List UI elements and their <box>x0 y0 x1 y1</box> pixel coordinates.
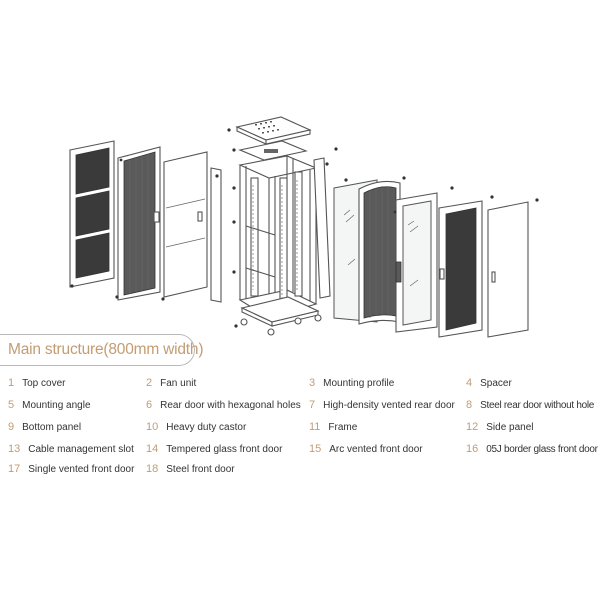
legend-number: 4 <box>466 377 473 389</box>
legend-label: Spacer <box>480 378 512 389</box>
legend-item: 11 Frame <box>309 421 357 434</box>
legend-item: 3 Mounting profile <box>309 377 394 390</box>
legend-label: Top cover <box>22 378 66 389</box>
fan-unit <box>232 140 308 161</box>
legend-label: High-density vented rear door <box>323 400 455 411</box>
legend-label: Rear door with hexagonal holes <box>160 400 301 411</box>
legend-item: 13 Cable management slot <box>8 443 134 456</box>
legend-number: 14 <box>146 443 159 455</box>
legend-number: 16 <box>466 443 479 455</box>
legend-label: Mounting angle <box>22 400 91 411</box>
legend-label: Tempered glass front door <box>166 444 283 455</box>
legend-number: 5 <box>8 399 15 411</box>
legend-item: 7 High-density vented rear door <box>309 399 455 412</box>
legend-number: 10 <box>146 421 159 433</box>
cable-management-slot <box>313 157 331 299</box>
legend-item: 6 Rear door with hexagonal holes <box>146 399 301 412</box>
title-box: Main structure(800mm width) <box>0 334 204 366</box>
legend-item: 18 Steel front door <box>146 463 235 476</box>
legend-number: 17 <box>8 463 21 475</box>
legend-number: 9 <box>8 421 15 433</box>
high-density-vented-rear-door <box>115 146 161 301</box>
legend-label: Heavy duty castor <box>166 422 247 433</box>
legend-label: Steel rear door without hole <box>480 400 595 411</box>
legend-number: 12 <box>466 421 479 433</box>
legend-label: 05J border glass front door <box>486 444 598 455</box>
mounting-profiles <box>232 171 303 305</box>
legend-number: 11 <box>309 421 321 433</box>
legend-item: 12 Side panel <box>466 421 534 434</box>
legend-label: Fan unit <box>160 378 197 389</box>
top-cover <box>227 116 312 145</box>
mounting-angles <box>232 220 276 278</box>
legend-item: 14 Tempered glass front door <box>146 443 282 456</box>
legend-label: Single vented front door <box>28 464 135 475</box>
legend-number: 15 <box>309 443 322 455</box>
callout-markers <box>119 158 397 214</box>
spacer <box>334 147 338 151</box>
main-title: Main structure(800mm width) <box>8 341 204 358</box>
legend-number: 7 <box>309 399 316 411</box>
legend-item: 4 Spacer <box>466 377 512 390</box>
steel-front-door <box>487 198 539 338</box>
legend-item: 9 Bottom panel <box>8 421 81 434</box>
border-glass-front-door <box>395 186 454 333</box>
legend-label: Frame <box>328 422 358 433</box>
legend-number: 13 <box>8 443 21 455</box>
legend-item: 15 Arc vented front door <box>309 443 423 456</box>
legend-number: 3 <box>309 377 316 389</box>
legend-item: 5 Mounting angle <box>8 399 91 412</box>
legend-item: 1 Top cover <box>8 377 65 390</box>
legend-item: 10 Heavy duty castor <box>146 421 246 434</box>
legend-label: Steel front door <box>166 464 235 475</box>
legend-label: Side panel <box>486 422 534 433</box>
legend-number: 6 <box>146 399 153 411</box>
bottom-panel <box>240 296 320 327</box>
legend-label: Mounting profile <box>323 378 395 389</box>
single-vented-front-door <box>438 195 494 338</box>
heavy-duty-castors <box>234 314 322 336</box>
arc-vented-front-door <box>358 176 406 325</box>
legend-number: 2 <box>146 377 153 389</box>
legend-number: 8 <box>466 399 473 411</box>
legend-label: Bottom panel <box>22 422 82 433</box>
legend-item: 8 Steel rear door without hole <box>466 399 594 412</box>
legend-number: 18 <box>146 463 159 475</box>
steel-rear-door-without-hole <box>161 151 208 301</box>
legend-item: 17 Single vented front door <box>8 463 134 476</box>
rear-door-hexagonal-holes <box>69 140 115 288</box>
legend-label: Arc vented front door <box>329 444 423 455</box>
legend-number: 1 <box>8 377 15 389</box>
legend-item: 2 Fan unit <box>146 377 196 390</box>
legend-label: Cable management slot <box>28 444 134 455</box>
legend-item: 16 05J border glass front door <box>466 443 598 456</box>
side-panel-left <box>210 167 222 303</box>
